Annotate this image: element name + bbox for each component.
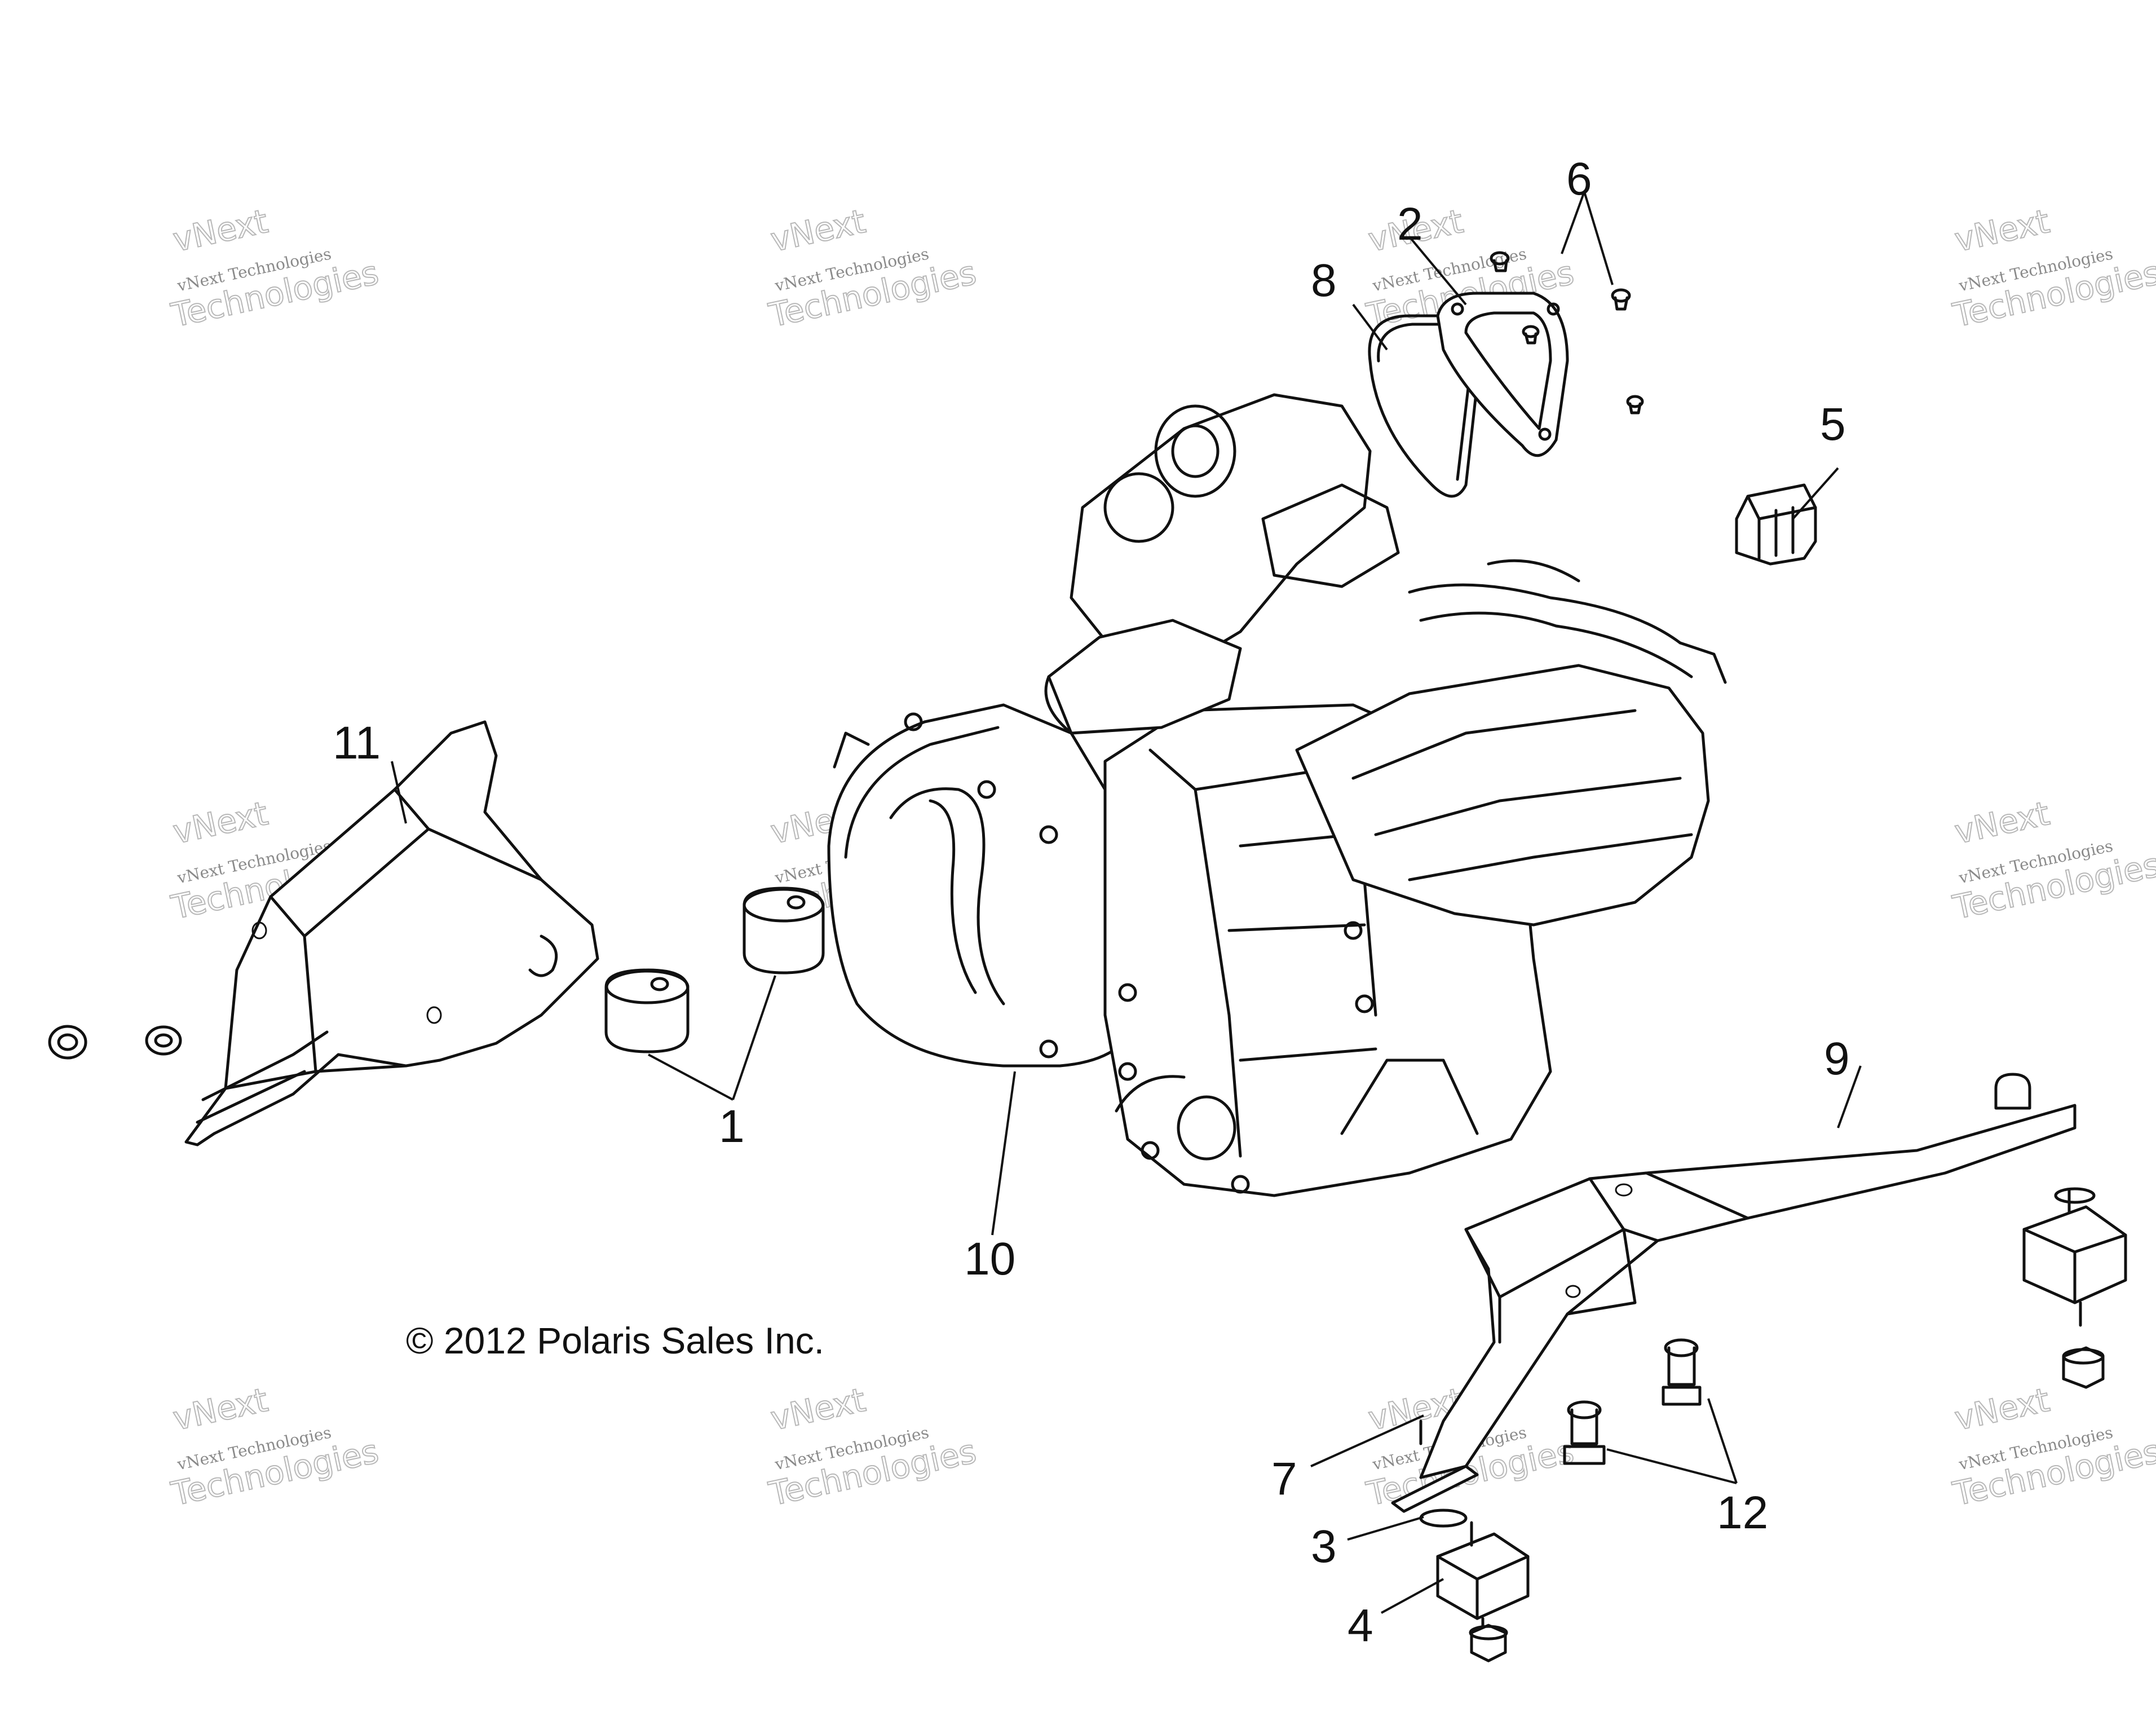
svg-text:vNext: vNext (1951, 202, 2053, 259)
svg-text:vNext: vNext (1951, 794, 2053, 852)
watermark-top-center: vNext vNext Technologies Technologies (765, 201, 980, 335)
screw-a (1490, 251, 1510, 272)
shim-plate (1391, 1419, 1479, 1513)
washer-right-upper (2054, 1187, 2096, 1204)
screw-d (1626, 395, 1644, 414)
callout-8: 8 (1311, 255, 1337, 306)
callout-5: 5 (1820, 399, 1846, 450)
callout-4: 4 (1348, 1600, 1373, 1651)
right-mount-bracket (1419, 1073, 2077, 1479)
callout-10: 10 (964, 1233, 1015, 1285)
engine-assembly (827, 393, 1727, 1197)
bolt-upper (1662, 1338, 1702, 1406)
watermark-top-right: vNext vNext Technologies Technologies (1949, 201, 2156, 335)
callout-3: 3 (1311, 1521, 1337, 1572)
leader-lines (391, 191, 1862, 1614)
watermark-bottom-right: vNext vNext Technologies Technologies (1949, 1380, 2156, 1514)
callout-12: 12 (1717, 1487, 1768, 1538)
left-mount-bracket (145, 720, 599, 1146)
screw-b (1611, 288, 1631, 311)
svg-text:vNext: vNext (767, 202, 869, 259)
svg-text:vNext: vNext (170, 1381, 271, 1438)
washer-left (48, 1025, 87, 1060)
isolator-right (2022, 1188, 2127, 1327)
rubber-mount-upper (743, 887, 825, 974)
isolator-lower (1436, 1521, 1530, 1631)
watermark-mid-right: vNext vNext Technologies Technologies (1949, 793, 2156, 927)
washer-lower (1419, 1509, 1468, 1528)
nut-right (2062, 1346, 2105, 1389)
svg-text:vNext: vNext (170, 794, 271, 852)
svg-text:vNext: vNext (1951, 1381, 2053, 1438)
watermark-bottom-center: vNext vNext Technologies Technologies (765, 1380, 980, 1514)
svg-text:vNext: vNext (170, 202, 271, 259)
watermark-bottom-left: vNext vNext Technologies Technologies (167, 1380, 383, 1514)
callout-11: 11 (333, 717, 381, 769)
callout-1: 1 (719, 1101, 745, 1152)
callout-7: 7 (1271, 1453, 1297, 1505)
cover-plate (1436, 292, 1569, 457)
rubber-mount-lower (604, 968, 690, 1053)
callout-9: 9 (1824, 1033, 1850, 1084)
callout-6: 6 (1566, 153, 1592, 205)
callout-2: 2 (1397, 199, 1423, 250)
screw-c (1522, 325, 1540, 345)
watermark-top-left: vNext vNext Technologies Technologies (167, 201, 383, 335)
svg-text:vNext: vNext (767, 1381, 869, 1438)
nut-lower (1469, 1624, 1508, 1663)
bolt-lower (1563, 1400, 1606, 1465)
connector-clip (1735, 483, 1817, 566)
copyright-notice: © 2012 Polaris Sales Inc. (406, 1320, 824, 1361)
